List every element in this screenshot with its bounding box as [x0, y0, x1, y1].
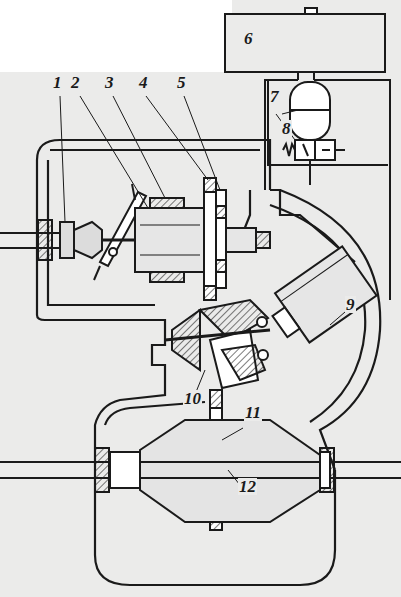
callout-number: 7: [269, 88, 280, 105]
gear-pair: [204, 178, 270, 300]
callout-number: 8: [281, 120, 292, 137]
callout-number: 2: [70, 74, 81, 91]
callout-number: 3: [104, 74, 115, 91]
callout-number: 10: [183, 390, 202, 407]
blank-corner: [0, 0, 232, 72]
callout-number: 5: [176, 74, 187, 91]
callout-number: 12: [238, 478, 257, 495]
callout-number: 11: [244, 404, 262, 421]
callout-number: 1: [52, 74, 63, 91]
cylinder-block: [135, 198, 205, 282]
differential: [0, 390, 401, 530]
input-shaft: [0, 220, 74, 260]
hydraulic-motor: [263, 246, 377, 351]
callout-number: 6: [243, 30, 254, 47]
housing: [37, 140, 380, 585]
bevel-gears: [165, 300, 270, 388]
callout-number: 4: [138, 74, 149, 91]
hydraulic-circuit: [225, 8, 390, 300]
leader-lines: [60, 96, 345, 485]
callout-number: 9: [345, 296, 356, 313]
